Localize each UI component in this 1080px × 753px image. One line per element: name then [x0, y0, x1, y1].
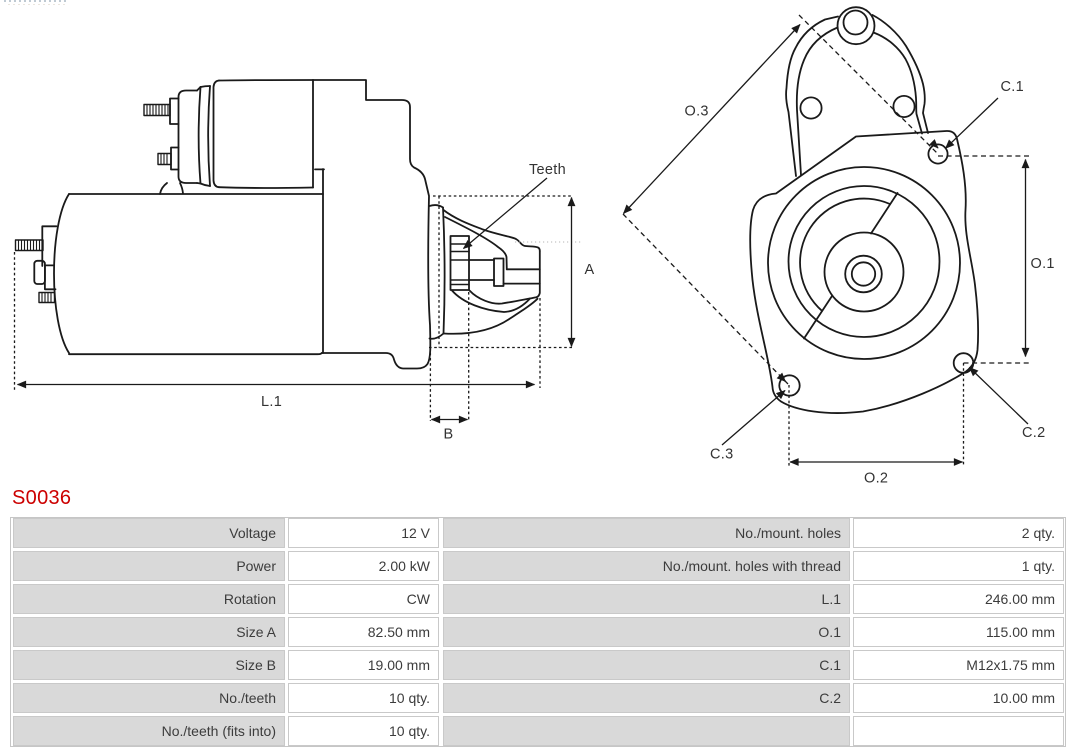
svg-text:C.3: C.3	[710, 447, 733, 463]
svg-text:O.2: O.2	[864, 471, 888, 487]
svg-text:O.3: O.3	[685, 104, 709, 120]
svg-text:L.1: L.1	[261, 394, 282, 410]
svg-text:B: B	[444, 427, 454, 443]
svg-text:Teeth: Teeth	[529, 162, 566, 178]
svg-text:C.1: C.1	[1001, 79, 1024, 95]
svg-text:O.1: O.1	[1031, 256, 1055, 272]
svg-text:A: A	[585, 262, 595, 278]
svg-text:C.2: C.2	[1022, 425, 1045, 441]
